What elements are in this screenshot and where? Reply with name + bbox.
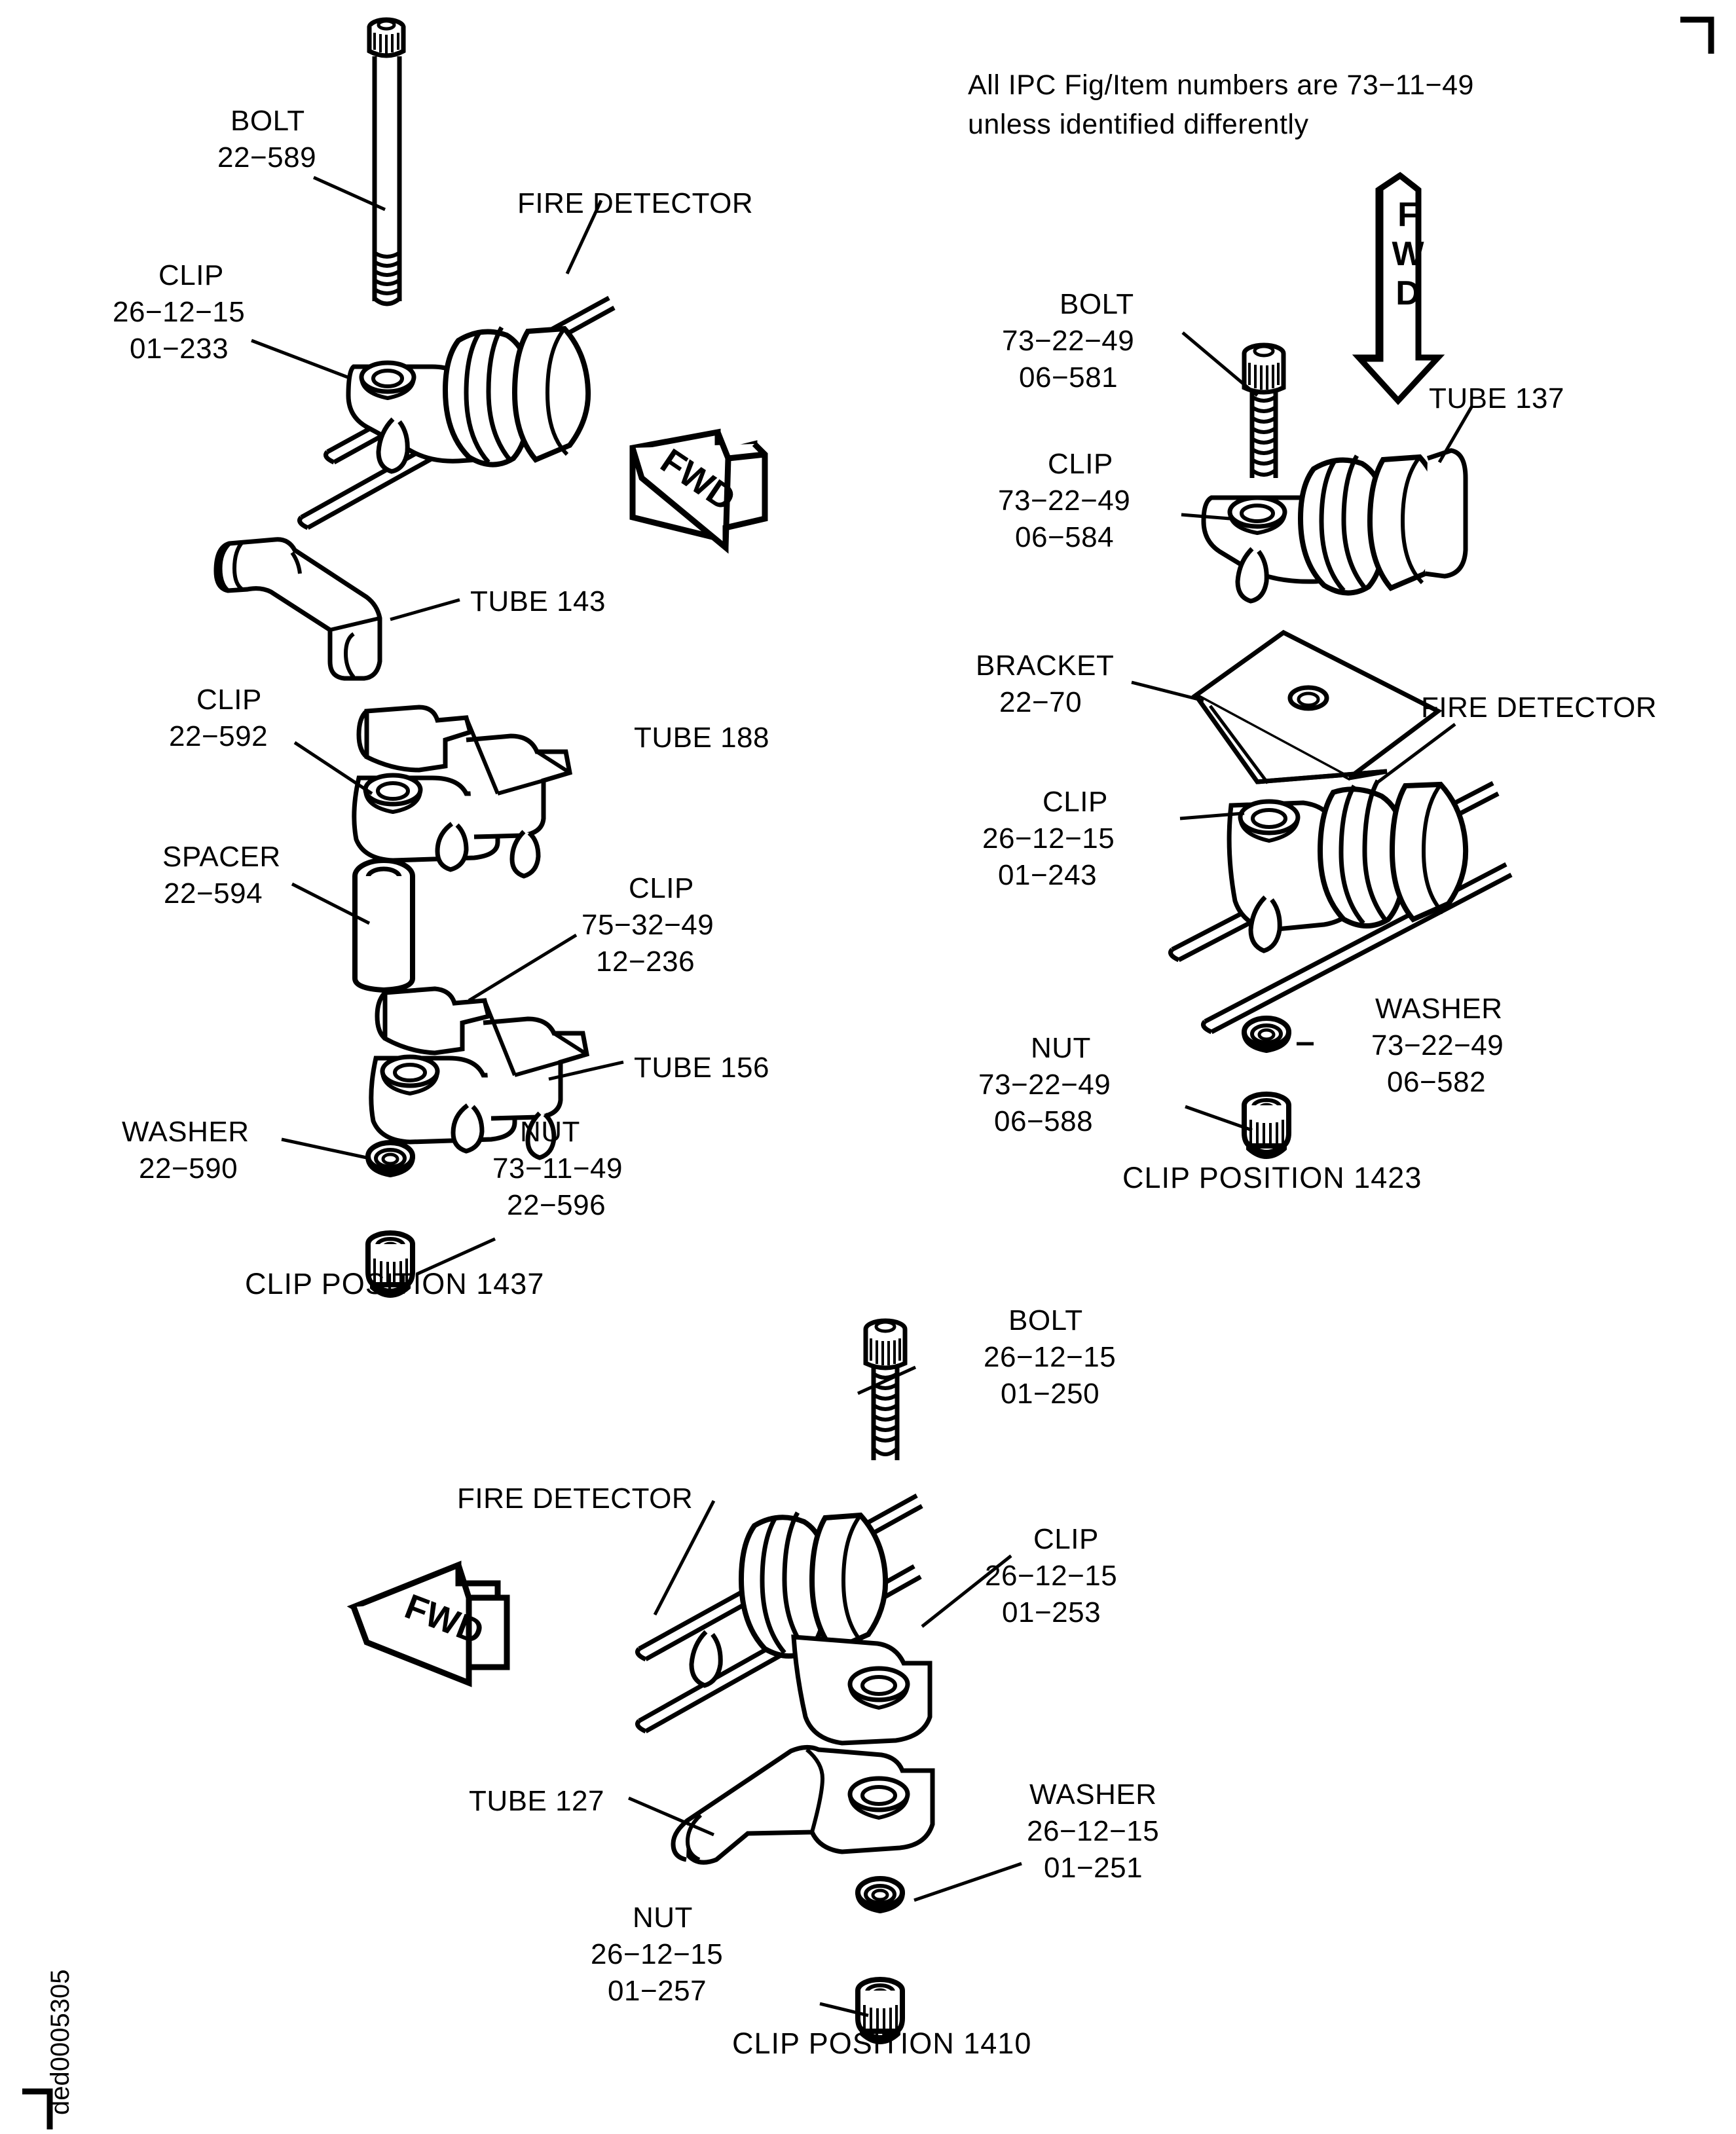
caption-clip-position-1437: CLIP POSITION 1437 <box>245 1267 545 1300</box>
bolt-01-250-art <box>866 1321 905 1460</box>
caption-clip-position-1423: CLIP POSITION 1423 <box>1122 1161 1422 1194</box>
washer-01-251-art <box>858 1879 902 1911</box>
fwd-arrow-bottom-left-art: FWD <box>346 1560 510 1687</box>
ipc-note-line2: unless identified differently <box>968 109 1309 140</box>
label-washer-06-582-title: WASHER <box>1375 993 1503 1025</box>
ipc-note-line1: All IPC Fig/Item numbers are 73−11−49 <box>968 69 1474 101</box>
leader-lines-1437 <box>251 175 624 1276</box>
clip-01-243-art <box>1227 779 1469 953</box>
leader-lines-1410 <box>628 1365 1022 2017</box>
clip-75-32-49-tube-156-art <box>369 986 590 1160</box>
label-tube-127: TUBE 127 <box>469 1785 604 1817</box>
label-clip-12-236-title: CLIP <box>629 872 694 904</box>
label-nut-06-588-pn1: 73−22−49 <box>978 1069 1111 1101</box>
label-nut-01-257-pn2: 01−257 <box>608 1975 707 2007</box>
label-clip-06-584-title: CLIP <box>1048 448 1113 480</box>
clip-01-253-art <box>689 1511 933 1746</box>
label-clip-01-243-title: CLIP <box>1043 786 1108 818</box>
section-1410-artwork: FWD <box>346 1321 1022 2042</box>
tube-143-art <box>213 537 382 681</box>
svg-text:W: W <box>1392 235 1424 273</box>
label-bolt-06-581-pn2: 06−581 <box>1019 361 1118 394</box>
bolt-06-581-art <box>1244 345 1284 478</box>
label-nut-01-257-title: NUT <box>633 1902 693 1934</box>
washer-22-590-art <box>368 1143 413 1175</box>
label-tube-137: TUBE 137 <box>1429 382 1564 414</box>
figure-code: ded0005305 <box>46 1969 75 2115</box>
caption-clip-position-1410: CLIP POSITION 1410 <box>732 2027 1032 2060</box>
svg-text:D: D <box>1395 274 1420 312</box>
clip-06-584-tube-137-art <box>1201 448 1468 604</box>
page-corner-mark <box>1680 16 1714 54</box>
label-bolt-01-250-pn2: 01−250 <box>1001 1378 1100 1410</box>
label-nut-06-588-pn2: 06−588 <box>994 1105 1094 1137</box>
label-clip-12-236-pn1: 75−32−49 <box>582 909 714 941</box>
washer-06-582-art <box>1244 1018 1289 1050</box>
label-tube-156: TUBE 156 <box>634 1052 769 1084</box>
label-nut-06-588-title: NUT <box>1031 1032 1091 1064</box>
section-1423-artwork: F W D <box>1131 172 1513 1156</box>
label-washer-01-251-pn2: 01−251 <box>1044 1852 1143 1884</box>
tube-127-art <box>671 1745 935 1865</box>
label-bracket-22-70-pn1: 22−70 <box>999 686 1082 718</box>
label-clip-01-243-pn1: 26−12−15 <box>982 822 1115 855</box>
label-nut-22-596-title: NUT <box>520 1116 580 1148</box>
fwd-arrow-top-right-art: F W D <box>1352 172 1445 405</box>
label-washer-22-590-pn1: 22−590 <box>139 1152 238 1185</box>
svg-text:F: F <box>1397 196 1418 234</box>
label-clip-01-253-pn1: 26−12−15 <box>985 1560 1118 1592</box>
bolt-22-589-art <box>367 17 406 306</box>
label-washer-06-582-pn2: 06−582 <box>1387 1066 1487 1098</box>
label-spacer-22-594-title: SPACER <box>162 841 281 873</box>
label-clip-22-592-title: CLIP <box>196 684 262 716</box>
label-washer-22-590-title: WASHER <box>122 1116 249 1148</box>
label-clip-06-584-pn2: 06−584 <box>1015 521 1115 553</box>
label-fire-detector-1437: FIRE DETECTOR <box>517 187 754 219</box>
label-clip-01-233-title: CLIP <box>158 259 224 291</box>
label-bolt-22-589-pn1: 22−589 <box>217 141 317 174</box>
label-bolt-22-589-title: BOLT <box>231 105 305 137</box>
label-clip-12-236-pn2: 12−236 <box>596 946 695 978</box>
clip-26-12-15-01-233-art <box>346 325 591 474</box>
section-1437-artwork <box>213 17 624 1295</box>
label-bolt-01-250-title: BOLT <box>1008 1304 1083 1336</box>
label-fire-detector-1423: FIRE DETECTOR <box>1421 691 1657 724</box>
label-tube-188: TUBE 188 <box>634 722 769 754</box>
label-clip-22-592-pn1: 22−592 <box>169 720 268 752</box>
label-bolt-06-581-title: BOLT <box>1060 288 1134 320</box>
label-clip-01-233-pn2: 01−233 <box>130 333 229 365</box>
fwd-arrow-top-left-art: FWD <box>629 428 768 554</box>
label-spacer-22-594-pn1: 22−594 <box>164 877 263 910</box>
label-nut-22-596-pn2: 22−596 <box>507 1189 606 1221</box>
label-nut-01-257-pn1: 26−12−15 <box>591 1938 724 1970</box>
label-washer-06-582-pn1: 73−22−49 <box>1371 1029 1504 1061</box>
label-clip-01-253-pn2: 01−253 <box>1002 1596 1101 1628</box>
bracket-22-70-art <box>1191 629 1443 784</box>
spacer-22-594-art <box>352 858 415 993</box>
nut-06-588-art <box>1244 1094 1289 1156</box>
leader-lines-1423 <box>1131 331 1474 1132</box>
label-clip-06-584-pn1: 73−22−49 <box>998 485 1131 517</box>
clip-22-592-tube-188-art <box>352 705 573 879</box>
footer-corner-mark <box>22 2088 53 2129</box>
label-tube-143: TUBE 143 <box>470 585 606 617</box>
label-nut-22-596-pn1: 73−11−49 <box>492 1152 623 1185</box>
label-bolt-01-250-pn1: 26−12−15 <box>984 1341 1117 1373</box>
label-bolt-06-581-pn1: 73−22−49 <box>1002 325 1135 357</box>
label-washer-01-251-title: WASHER <box>1029 1778 1157 1811</box>
label-washer-01-251-pn1: 26−12−15 <box>1027 1815 1160 1847</box>
label-clip-01-253-title: CLIP <box>1033 1523 1099 1555</box>
label-bracket-22-70-title: BRACKET <box>976 650 1115 682</box>
label-fire-detector-1410: FIRE DETECTOR <box>457 1482 693 1515</box>
label-clip-01-233-pn1: 26−12−15 <box>113 296 246 328</box>
label-clip-01-243-pn2: 01−243 <box>998 859 1098 891</box>
